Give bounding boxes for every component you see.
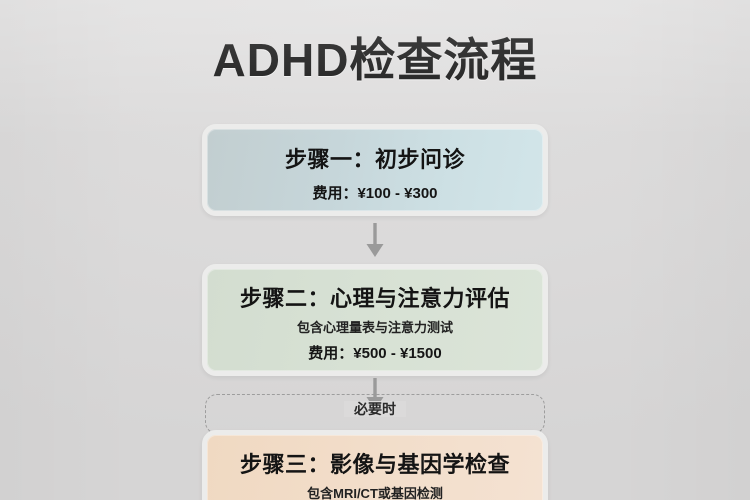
optional-region-label: 必要时 (344, 401, 406, 417)
page-title: ADHD检查流程 (212, 34, 538, 86)
step-3-subtitle: 包含MRI/CT或基因检测 (307, 486, 443, 500)
step-3-title: 步骤三：影像与基因学检查 (239, 452, 510, 477)
optional-region-label-wrap: 必要时 (0, 398, 750, 420)
step-1-fee: 费用：¥100 - ¥300 (312, 185, 438, 202)
connector-1 (0, 222, 750, 260)
arrow-down-icon (364, 223, 386, 259)
step-1-title: 步骤一：初步问诊 (284, 147, 465, 172)
step-2-title: 步骤二：心理与注意力评估 (239, 286, 510, 311)
step-card-2: 步骤二：心理与注意力评估 包含心理量表与注意力测试 费用：¥500 - ¥150… (202, 264, 548, 376)
step-card-3: 步骤三：影像与基因学检查 包含MRI/CT或基因检测 (202, 430, 548, 500)
step-2-subtitle: 包含心理量表与注意力测试 (296, 320, 453, 335)
step-2-fee: 费用：¥500 - ¥1500 (308, 345, 442, 362)
step-card-1: 步骤一：初步问诊 费用：¥100 - ¥300 (202, 124, 548, 216)
